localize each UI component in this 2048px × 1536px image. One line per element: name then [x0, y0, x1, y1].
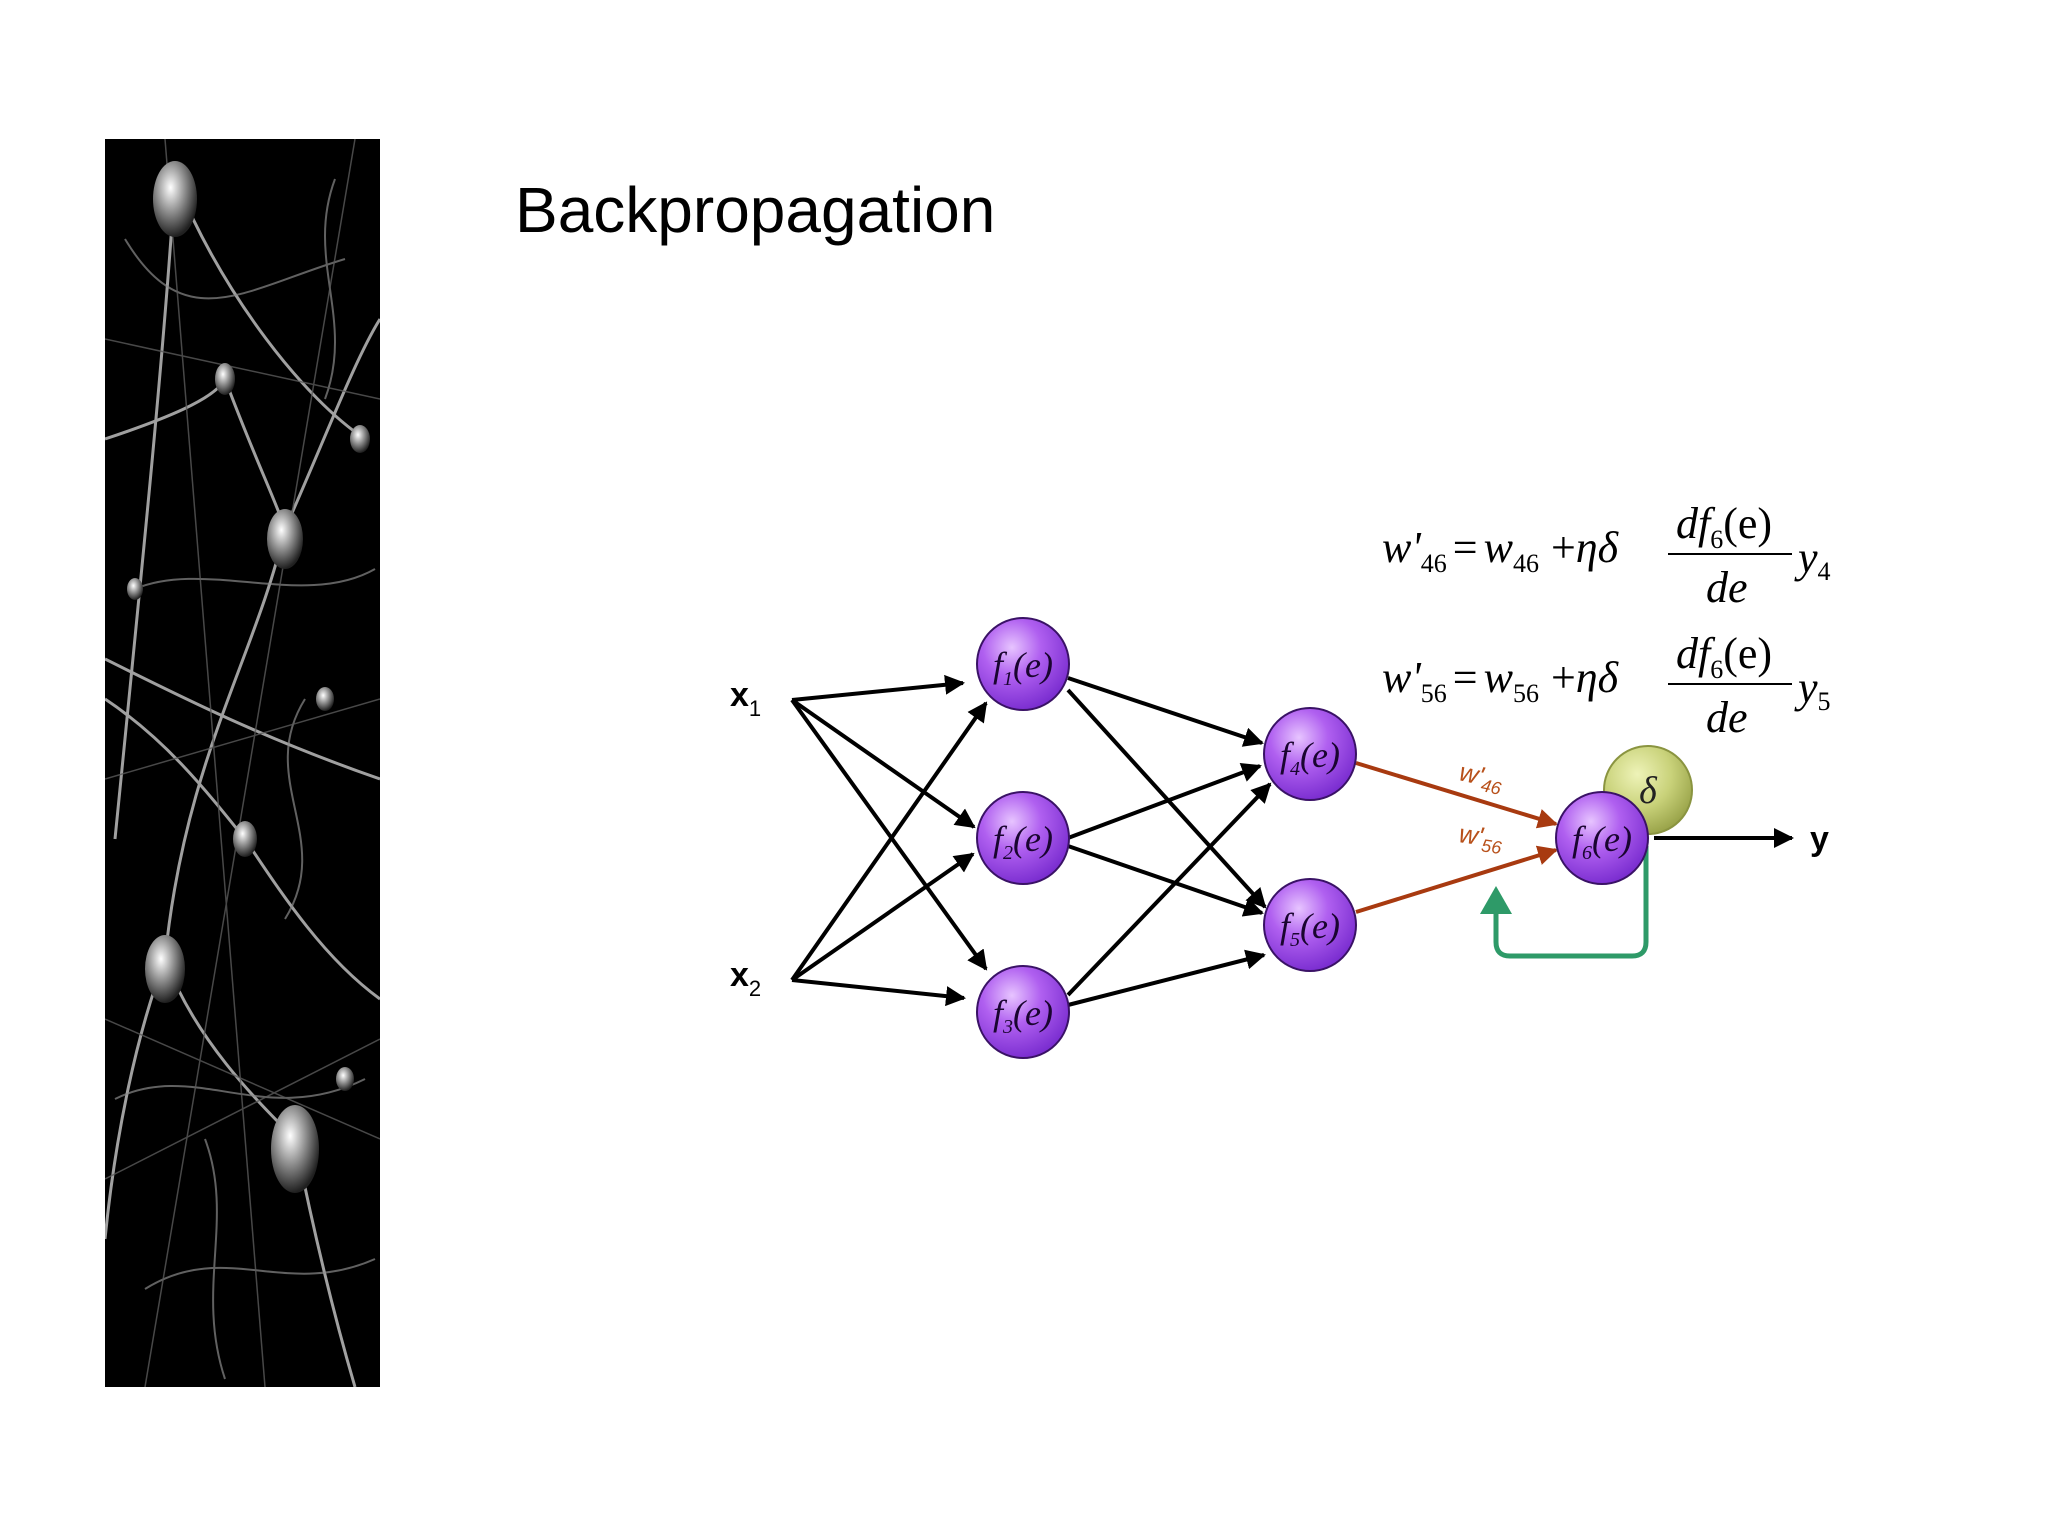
- edge-f1-f4: [1067, 676, 1264, 747]
- equation-den: de: [1706, 693, 1748, 742]
- equation-w-sub: 56: [1513, 679, 1539, 708]
- equation-y-sub: 5: [1818, 687, 1831, 716]
- forward-connections: [790, 674, 1794, 1007]
- equation-num-sub: 6: [1710, 655, 1723, 684]
- equation-eta: η: [1576, 653, 1598, 702]
- equation-delta: δ: [1598, 653, 1620, 702]
- svg-text:y5: y5: [1794, 663, 1831, 716]
- edge-x1-f3: [790, 698, 988, 971]
- weight-label-46: w'46: [1456, 757, 1507, 800]
- equation-den: de: [1706, 563, 1748, 612]
- equation-y-sub: 4: [1818, 557, 1831, 586]
- svg-text:df6(e): df6(e): [1676, 499, 1772, 554]
- svg-text:f1(e): f1(e): [993, 645, 1053, 690]
- equation-plus: +: [1551, 523, 1576, 572]
- edge-f2-f5: [1067, 844, 1264, 917]
- equation-num-arg: (e): [1723, 499, 1772, 548]
- svg-text:f6(e): f6(e): [1572, 819, 1632, 864]
- equation-y: y: [1794, 663, 1818, 712]
- error-node-label: δ: [1639, 770, 1658, 812]
- input-label-x2: x2: [730, 956, 761, 1001]
- svg-text:y4: y4: [1794, 533, 1831, 586]
- edge-x2-f1: [790, 701, 988, 982]
- neuron-f3: f3(e): [976, 965, 1070, 1059]
- edge-f4-f6: [1355, 761, 1558, 829]
- equation-plus: +: [1551, 653, 1576, 702]
- edge-x2-f3: [791, 978, 966, 1007]
- equation-num-sub: 6: [1710, 525, 1723, 554]
- equation-y: y: [1794, 533, 1818, 582]
- output-label-y: y: [1810, 820, 1829, 858]
- neuron-network-image: [105, 139, 380, 1387]
- svg-text:w'46=w46+ηδ: w'46=w46+ηδ: [1382, 523, 1620, 578]
- equation-w: w: [1484, 523, 1514, 572]
- edge-x2-f2: [790, 852, 975, 982]
- equation-num-arg: (e): [1723, 629, 1772, 678]
- neuron-f2: f2(e): [976, 791, 1070, 885]
- input-label-x1: x1: [730, 676, 761, 721]
- svg-text:f3(e): f3(e): [993, 993, 1053, 1038]
- equation-lhs-sub: 56: [1421, 679, 1447, 708]
- equation-w: w: [1484, 653, 1514, 702]
- svg-text:f5(e): f5(e): [1280, 906, 1340, 951]
- equation-lhs: w': [1382, 653, 1422, 702]
- weight-update-equation-56: w'56=w56+ηδ df6(e) de y5: [1382, 629, 1831, 742]
- weight-update-equation-46: w'46=w46+ηδ df6(e) de y4: [1382, 499, 1831, 612]
- equation-equals: =: [1453, 523, 1478, 572]
- svg-text:f4(e): f4(e): [1280, 735, 1340, 780]
- equation-lhs-sub: 46: [1421, 549, 1447, 578]
- edge-f3-f5: [1067, 949, 1266, 1007]
- neuron-network-icon: [105, 139, 380, 1387]
- edge-f1-f5: [1066, 688, 1267, 909]
- neuron-f5: f5(e): [1263, 878, 1357, 972]
- neuron-f6: f6(e): [1555, 791, 1649, 885]
- svg-text:w'56=w56+ηδ: w'56=w56+ηδ: [1382, 653, 1620, 708]
- edge-x1-f1: [791, 674, 965, 702]
- weight-label-56: w'56: [1457, 818, 1506, 858]
- edge-x1-f2: [790, 698, 976, 829]
- edge-f5-f6: [1355, 845, 1558, 914]
- edge-f3-f4: [1066, 782, 1272, 997]
- svg-text:df6(e): df6(e): [1676, 629, 1772, 684]
- slide-title: Backpropagation: [515, 174, 996, 246]
- equation-num-d: df: [1676, 629, 1716, 678]
- neuron-f1: f1(e): [976, 617, 1070, 711]
- equation-delta: δ: [1598, 523, 1620, 572]
- edge-f2-f4: [1067, 762, 1262, 840]
- equation-eta: η: [1576, 523, 1598, 572]
- equation-equals: =: [1453, 653, 1478, 702]
- equation-lhs: w': [1382, 523, 1422, 572]
- neuron-f4: f4(e): [1263, 707, 1357, 801]
- equation-num-d: df: [1676, 499, 1716, 548]
- feedback-arrow: [1480, 846, 1649, 959]
- equation-w-sub: 46: [1513, 549, 1539, 578]
- weighted-connections: [1355, 761, 1558, 914]
- svg-text:f2(e): f2(e): [993, 819, 1053, 864]
